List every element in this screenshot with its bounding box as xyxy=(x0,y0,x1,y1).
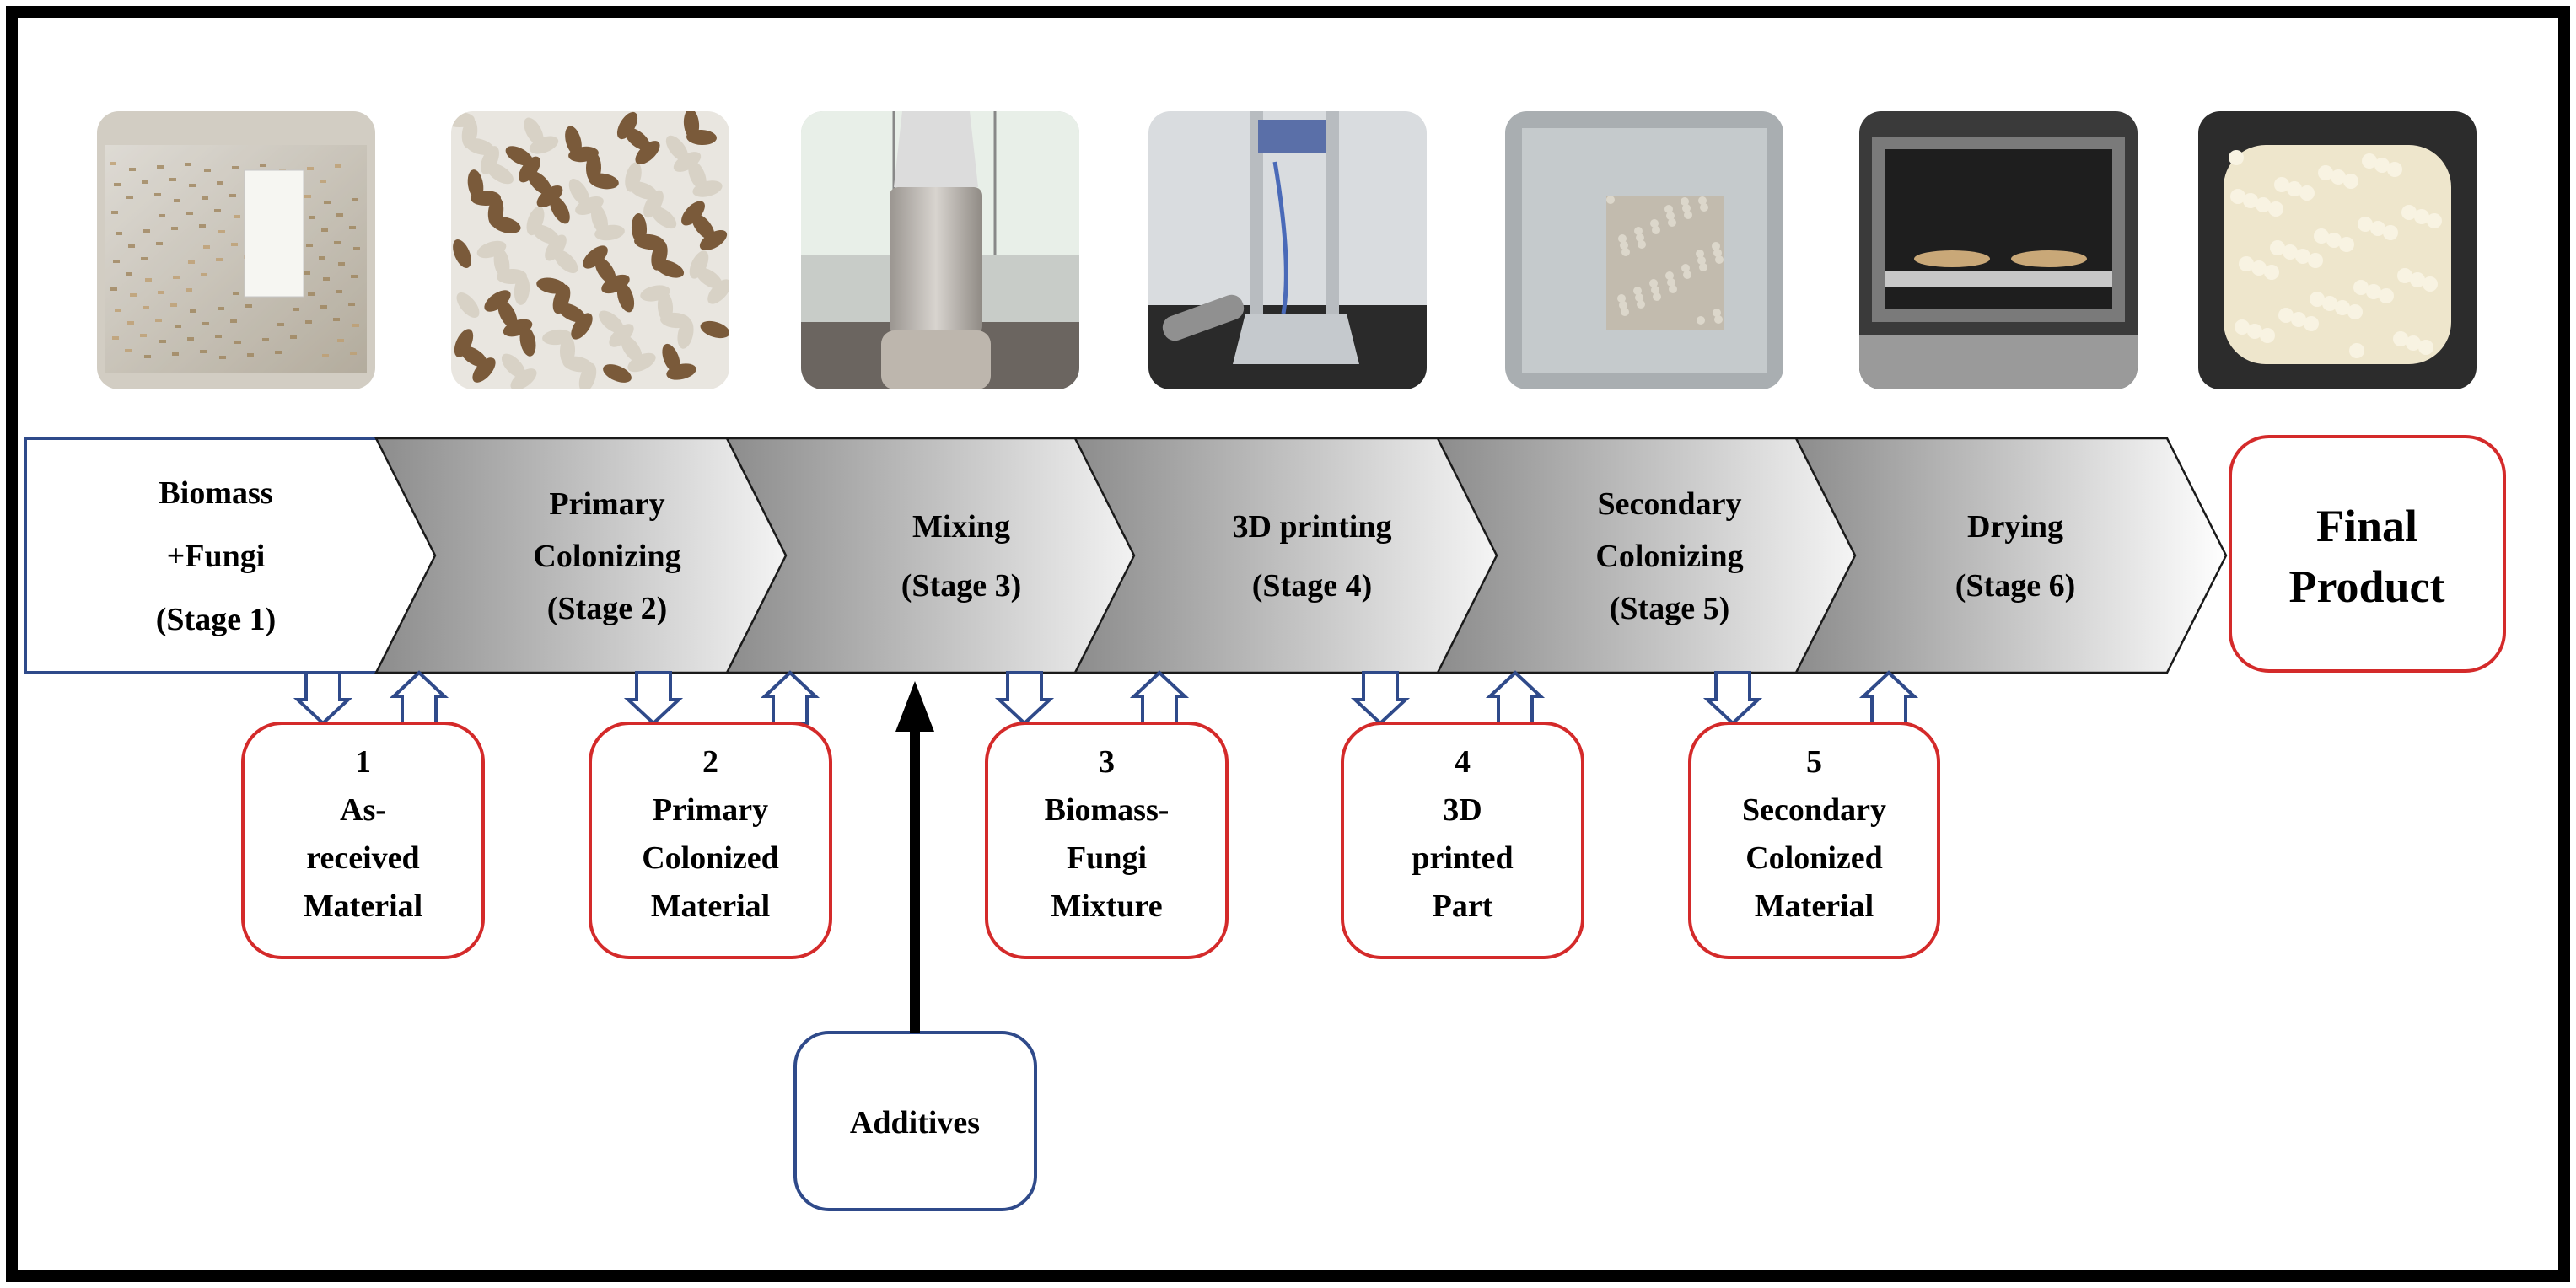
up-connector-arrow-4 xyxy=(1485,670,1546,725)
down-connector-arrow-2 xyxy=(623,671,684,726)
sample-3-label-line-3: Fungi xyxy=(1067,840,1147,876)
stage-5-label-line-3: (Stage 5) xyxy=(1610,591,1729,626)
down-connector-arrow-1 xyxy=(293,671,353,726)
stage-1-label-line-3: (Stage 1) xyxy=(156,602,276,637)
sample-3-label-line-4: Mixture xyxy=(1051,888,1162,924)
down-connector-arrow-5 xyxy=(1702,671,1763,726)
sample-2-label-line-2: Primary xyxy=(653,792,768,828)
sample-4-label-line-1: 4 xyxy=(1455,744,1471,780)
up-connector-arrow-3 xyxy=(1129,670,1190,725)
sample-1-label-line-2: As- xyxy=(340,792,386,828)
stage-6-chevron: Drying (Stage 6) xyxy=(1794,437,2228,674)
photos-row xyxy=(97,111,2477,389)
bagged-print-photo xyxy=(1505,111,1783,389)
oven-photo xyxy=(1859,111,2138,389)
colonized-biomass-photo xyxy=(451,111,729,389)
stage-4-label-line-2: (Stage 4) xyxy=(1252,568,1372,604)
sample-5-label-line-4: Material xyxy=(1755,888,1874,924)
sample-2-label-line-3: Colonized xyxy=(642,840,779,876)
additives-label: Additives xyxy=(850,1105,980,1140)
stage-6-label-line-1: Drying xyxy=(1967,509,2063,545)
blender-photo xyxy=(801,111,1079,389)
sample-boxes: 1As-receivedMaterial2PrimaryColonizedMat… xyxy=(241,722,1940,959)
final-product-label-line-1: Final xyxy=(2316,501,2417,551)
stage-6-shape xyxy=(1794,437,2228,674)
sample-3-label-line-2: Biomass- xyxy=(1045,792,1170,828)
stage-5-label-line-1: Secondary xyxy=(1598,486,1742,522)
stage-5-label-line-2: Colonizing xyxy=(1595,539,1743,574)
sample-5-label-line-3: Colonized xyxy=(1745,840,1883,876)
sample-1-label-line-3: received xyxy=(306,840,419,876)
final-product-label-line-2: Product xyxy=(2289,561,2445,612)
up-connector-arrow-2 xyxy=(760,670,820,725)
stage-2-label-line-1: Primary xyxy=(549,486,664,522)
sample-4-label-line-4: Part xyxy=(1433,888,1493,924)
sample-3-label-line-1: 3 xyxy=(1099,744,1115,780)
stage-3-label-line-1: Mixing xyxy=(912,509,1010,545)
sample-4-label-line-3: printed xyxy=(1412,840,1513,876)
down-connector-arrow-4 xyxy=(1350,671,1411,726)
additives-box: Additives xyxy=(793,1031,1037,1211)
sample-1-label-line-4: Material xyxy=(304,888,422,924)
sample-2-label-line-4: Material xyxy=(651,888,770,924)
sample-1-label-line-1: 1 xyxy=(355,744,371,780)
additives-arrow-head xyxy=(895,681,934,732)
3d-printer-photo xyxy=(1148,111,1427,389)
sample-4-label-line-2: 3D xyxy=(1443,792,1482,828)
stage-sample-connectors xyxy=(293,670,1919,726)
stage-6-label-line-2: (Stage 6) xyxy=(1955,568,2075,604)
stage-1-label-line-2: +Fungi xyxy=(167,539,266,574)
sample-2-label-line-1: 2 xyxy=(702,744,718,780)
stage-4-chevron: 3D printing (Stage 4) xyxy=(1073,437,1541,674)
up-connector-arrow-5 xyxy=(1858,670,1919,725)
sample-5-label-line-2: Secondary xyxy=(1742,792,1886,828)
stage-4-label-line-1: 3D printing xyxy=(1233,509,1392,545)
final-product-photo xyxy=(2198,111,2477,389)
biomass-bag-photo xyxy=(97,111,375,389)
stage-2-label-line-2: Colonizing xyxy=(533,539,680,574)
sample-5-label-line-1: 5 xyxy=(1806,744,1822,780)
stage-2-label-line-3: (Stage 2) xyxy=(547,591,667,626)
down-connector-arrow-3 xyxy=(994,671,1055,726)
stage-1-label-line-1: Biomass xyxy=(159,475,272,511)
stage-3-label-line-2: (Stage 3) xyxy=(901,568,1021,604)
up-connector-arrow-1 xyxy=(389,670,449,725)
additives-group: Additives xyxy=(793,681,1037,1211)
stage-1-chevron: Biomass +Fungi (Stage 1) xyxy=(24,437,473,674)
